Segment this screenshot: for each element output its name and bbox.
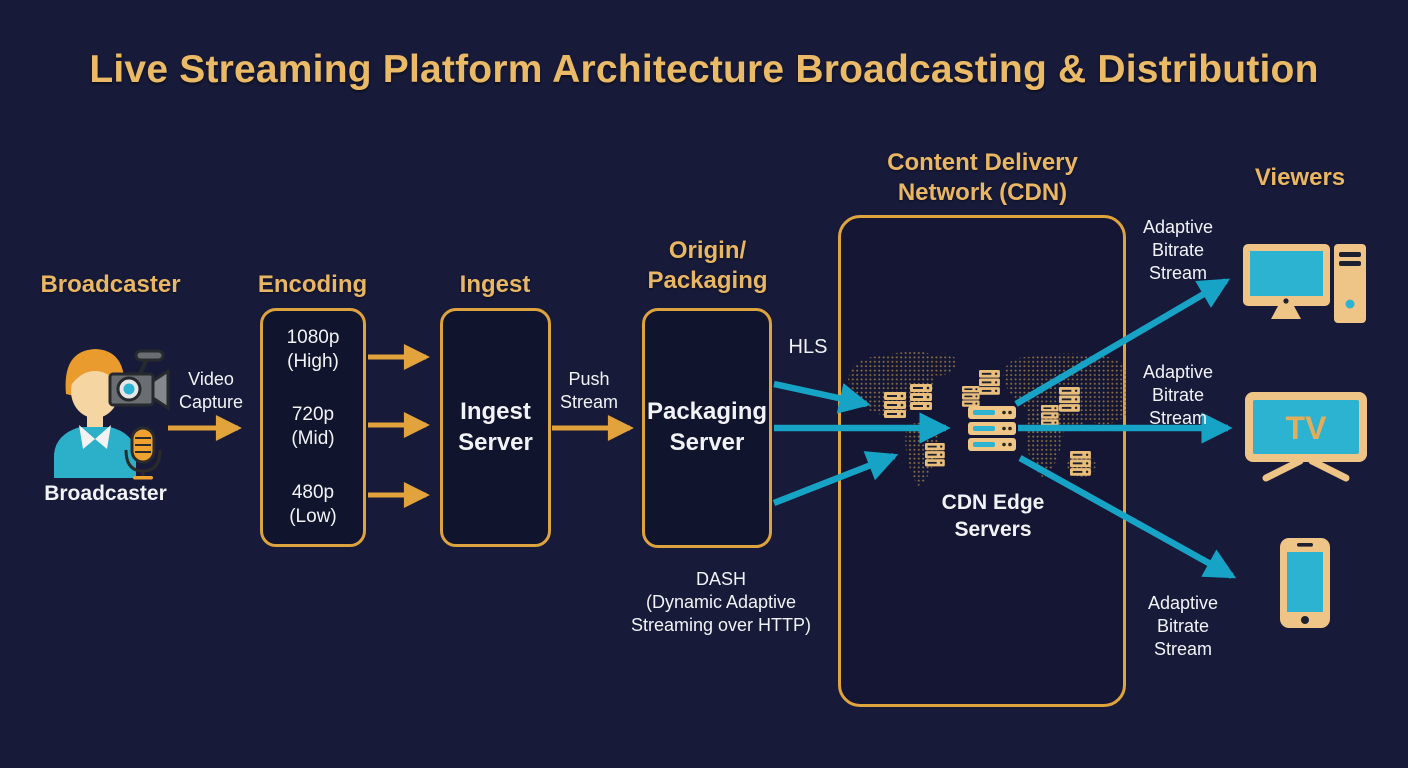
broadcaster-heading: Broadcaster — [40, 271, 181, 298]
viewers-heading: Viewers — [1254, 164, 1346, 191]
rendition-480p: 480p (Low) — [289, 481, 337, 528]
abr-label-phone: Adaptive Bitrate Stream — [1147, 593, 1219, 660]
packaging-server-box: Packaging Server — [642, 308, 772, 548]
hls-label: HLS — [788, 336, 828, 358]
broadcaster-icon — [54, 349, 170, 480]
rendition-720p: 720p (Mid) — [291, 404, 335, 450]
push-stream-label: Push Stream — [559, 369, 619, 413]
tv-screen-label: TV — [1286, 410, 1328, 446]
ingest-server-box: Ingest Server — [440, 308, 551, 547]
abr-label-tv: Adaptive Bitrate Stream — [1142, 362, 1214, 429]
page-title: Live Streaming Platform Architecture Bro… — [89, 48, 1319, 91]
broadcaster-label: Broadcaster — [44, 482, 167, 505]
encoding-heading: Encoding — [257, 271, 368, 298]
ingest-heading: Ingest — [459, 271, 531, 298]
tv-icon: TV — [1245, 392, 1367, 482]
video-capture-label: Video Capture — [178, 369, 244, 413]
abr-label-desktop: Adaptive Bitrate Stream — [1142, 217, 1214, 284]
smartphone-icon — [1280, 538, 1330, 628]
desktop-computer-icon — [1243, 244, 1366, 323]
dash-label: DASH (Dynamic Adaptive Streaming over HT… — [630, 569, 812, 636]
map-north-america — [848, 351, 957, 416]
rendition-1080p: 1080p (High) — [286, 326, 340, 372]
viewer-devices: TV — [1243, 244, 1367, 628]
cdn-heading: Content Delivery Network (CDN) — [887, 149, 1078, 207]
cdn-server-stack-icon — [968, 406, 1016, 451]
cdn-edge-servers-label: CDN Edge Servers — [941, 491, 1045, 541]
cdn-world-map — [848, 351, 1126, 486]
encoding-box: 1080p (High) 720p (Mid) 480p (Low) — [260, 308, 366, 547]
packaging-heading: Origin/ Packaging — [647, 237, 768, 295]
